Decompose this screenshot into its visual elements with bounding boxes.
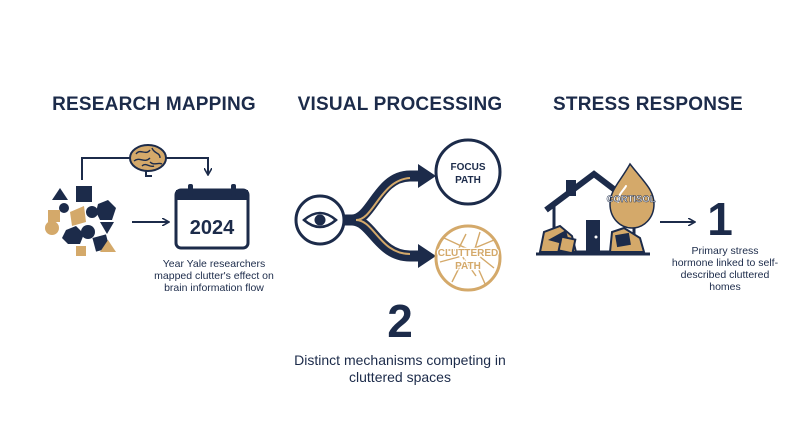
calendar-year: 2024: [190, 217, 235, 239]
svg-text:FOCUS: FOCUS: [451, 162, 486, 173]
stress-response-heading: STRESS RESPONSE: [553, 94, 743, 115]
clutter-shapes-icon: [45, 186, 116, 256]
cortisol-label: CORTISOL: [606, 194, 655, 205]
eye-icon: [294, 194, 346, 246]
droplet-icon: CORTISOL: [606, 162, 656, 229]
brain-icon: [129, 144, 167, 177]
focus-path-circle: FOCUS PATH: [434, 138, 502, 206]
research-mapping-heading: RESEARCH MAPPING: [52, 94, 256, 115]
visual-processing-heading: VISUAL PROCESSING: [297, 94, 503, 115]
cluttered-path-circle: CLUTTERED PATH: [434, 224, 502, 292]
research-caption: Year Yale researchers mapped clutter's e…: [154, 258, 274, 294]
forked-paths: [344, 164, 436, 268]
visual-caption: Distinct mechanisms competing in clutter…: [294, 352, 506, 385]
mechanisms-count: 2: [387, 295, 413, 347]
svg-text:PATH: PATH: [455, 175, 481, 186]
hormone-count: 1: [707, 193, 733, 245]
svg-text:PATH: PATH: [455, 261, 481, 272]
calendar-icon: 2024: [174, 184, 250, 250]
svg-text:CLUTTERED: CLUTTERED: [438, 248, 499, 259]
stress-caption: Primary stress hormone linked to self-de…: [671, 245, 779, 293]
